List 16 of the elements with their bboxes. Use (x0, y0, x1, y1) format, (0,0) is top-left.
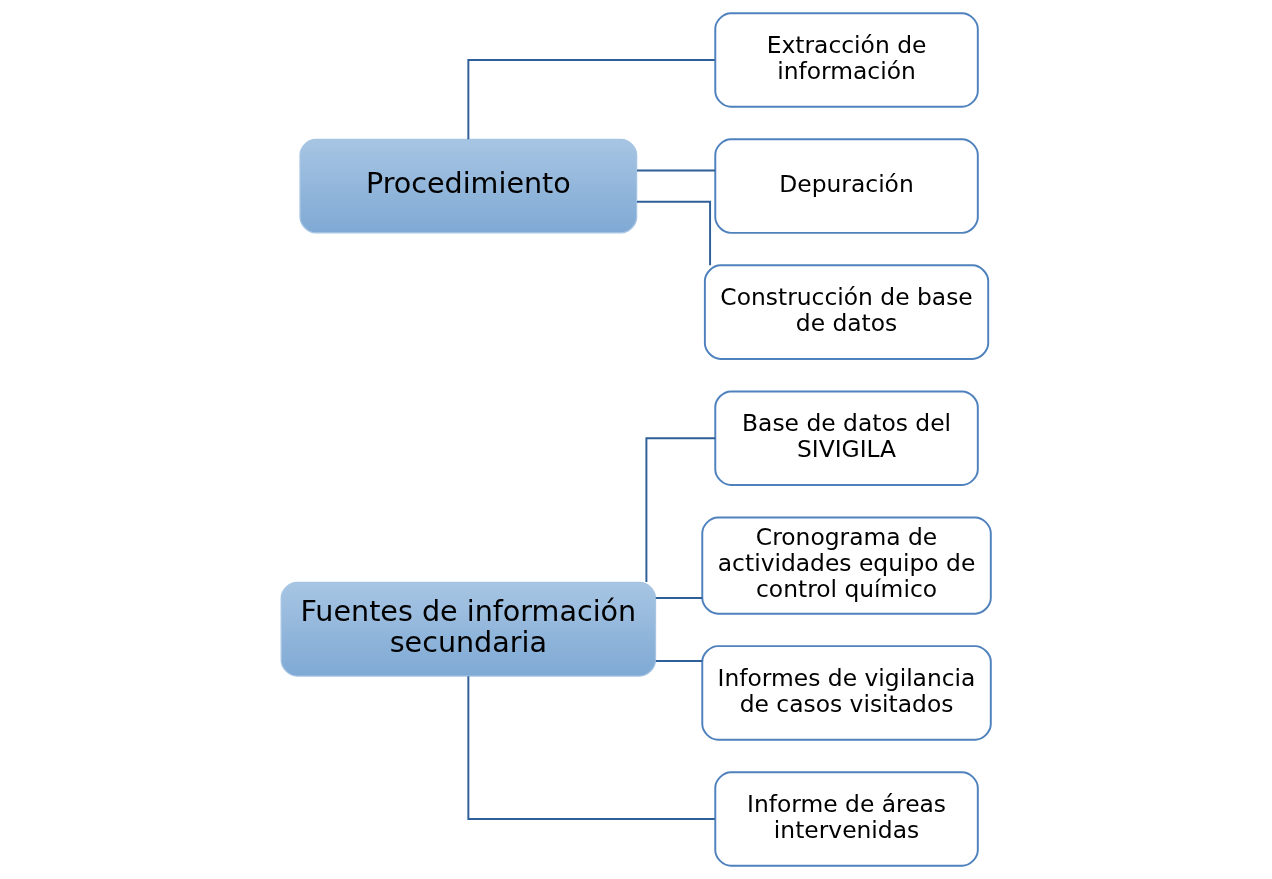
node-box: Informes de vigilancia de casos visitados (701, 645, 992, 741)
node-box: Cronograma de actividades equipo de control químico (701, 516, 992, 615)
node-box: Informe de áreas intervenidas (714, 771, 979, 867)
node-box: Extracción de información (714, 12, 979, 108)
node-box: Base de datos del SIVIGILA (714, 390, 979, 486)
node-box: Depuración (714, 138, 979, 234)
connector (636, 169, 717, 172)
connector (654, 597, 704, 600)
connector (467, 59, 716, 141)
connector (645, 437, 717, 583)
connector (635, 200, 712, 267)
node-box: Fuentes de información secundaria (280, 581, 657, 677)
node-box: Procedimiento (299, 138, 638, 234)
connector (467, 675, 716, 820)
node-box: Construcción de base de datos (703, 264, 990, 360)
connector (654, 660, 704, 663)
